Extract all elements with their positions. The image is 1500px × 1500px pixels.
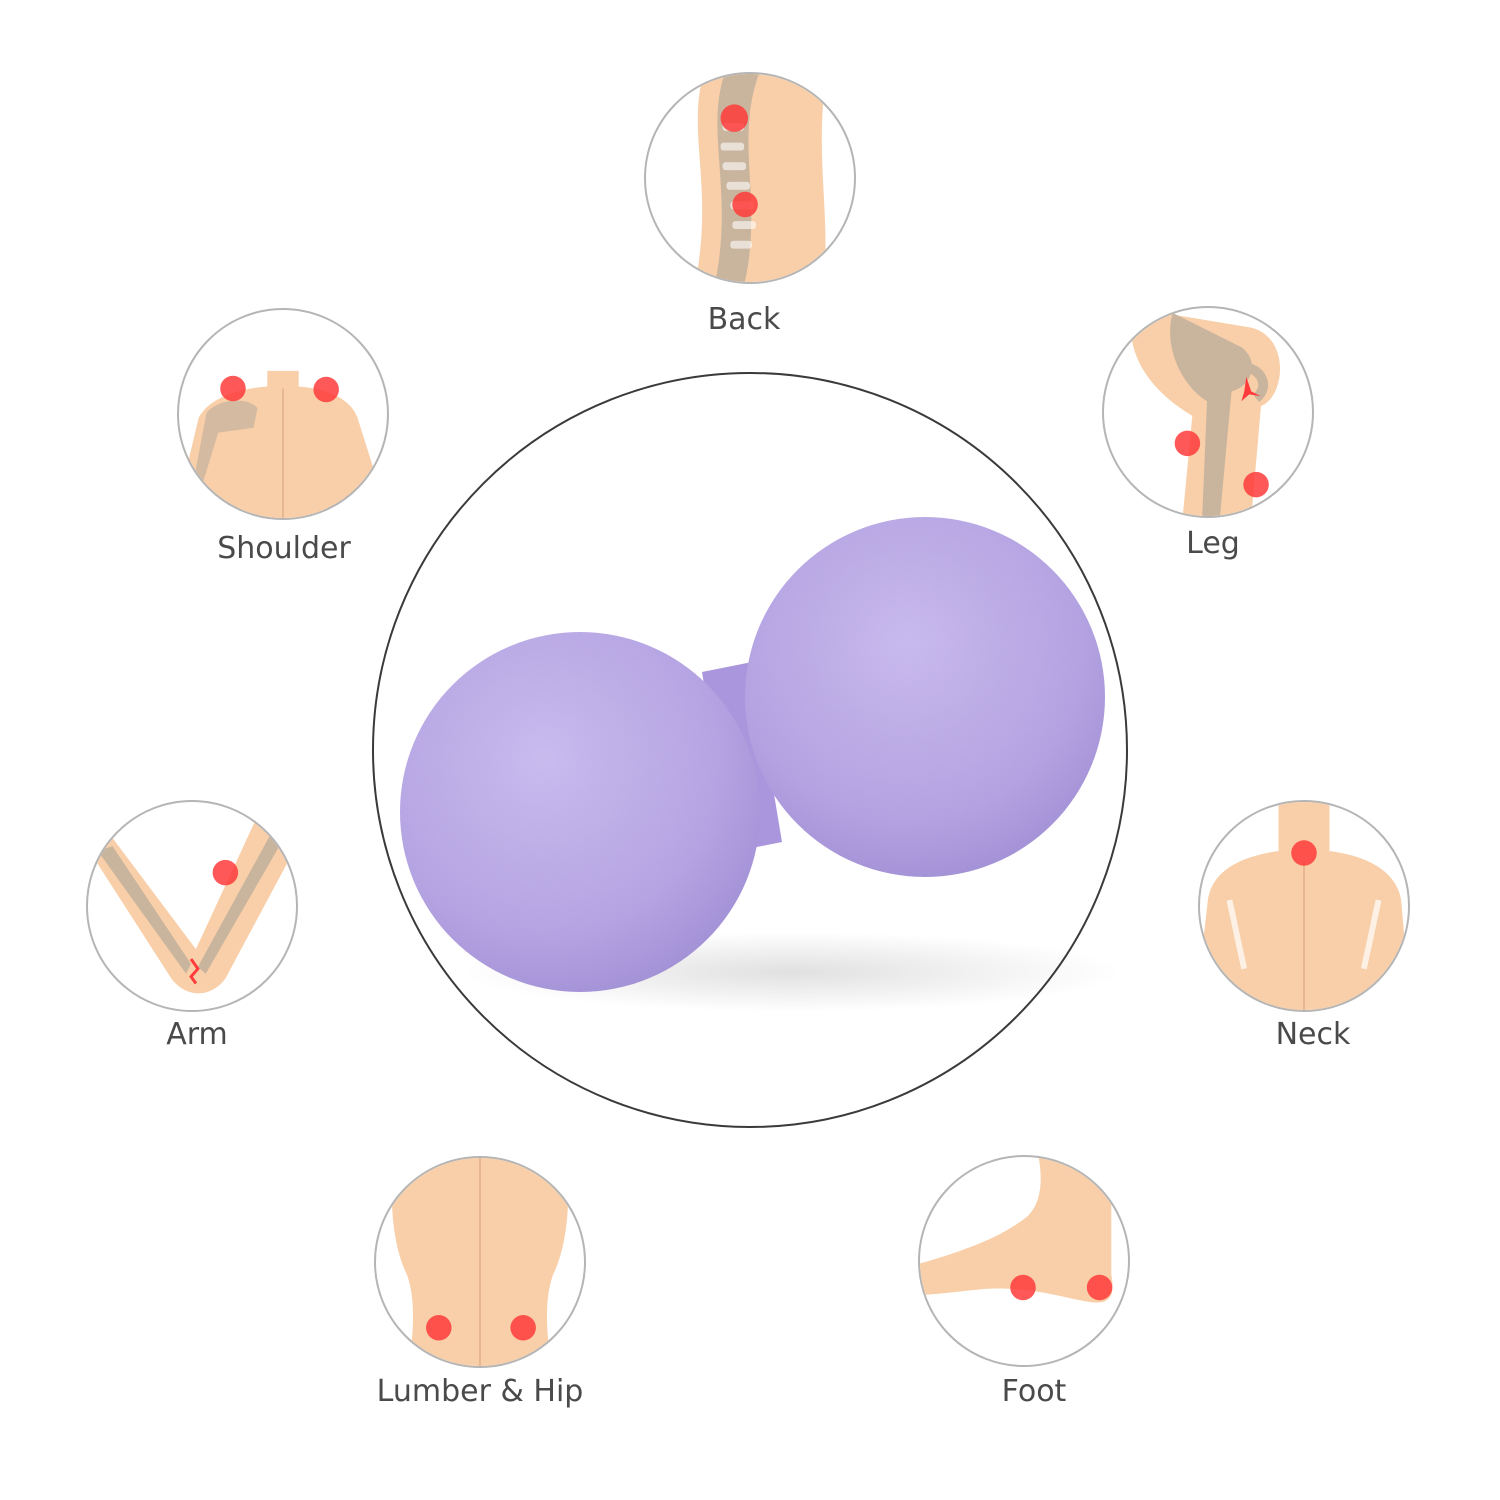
spine-icon [695,74,827,282]
foot-illustration [918,1155,1130,1367]
leg-illustration [1102,306,1314,518]
foot-icon [920,1157,1113,1303]
lower-back-icon [391,1158,569,1366]
elbow-icon [88,821,296,994]
label-back: Back [707,302,781,337]
product-frame-circle [372,372,1128,1128]
label-arm: Arm [166,1017,228,1052]
arm-illustration [86,800,298,1012]
shoulder-icon [179,370,387,518]
label-lumber-hip: Lumber & Hip [376,1374,584,1409]
shoulder-illustration [177,308,389,520]
label-leg: Leg [1186,526,1240,561]
label-neck: Neck [1275,1017,1351,1052]
knee-icon [1130,308,1280,516]
back-illustration [644,72,856,284]
label-shoulder: Shoulder [217,531,351,566]
neck-illustration [1198,800,1410,1012]
lumber-hip-illustration [374,1156,586,1368]
peanut-massage-ball [372,372,1128,1128]
label-foot: Foot [1001,1374,1067,1409]
massage-ball-icon [400,517,1122,1012]
neck-icon [1200,802,1408,1010]
